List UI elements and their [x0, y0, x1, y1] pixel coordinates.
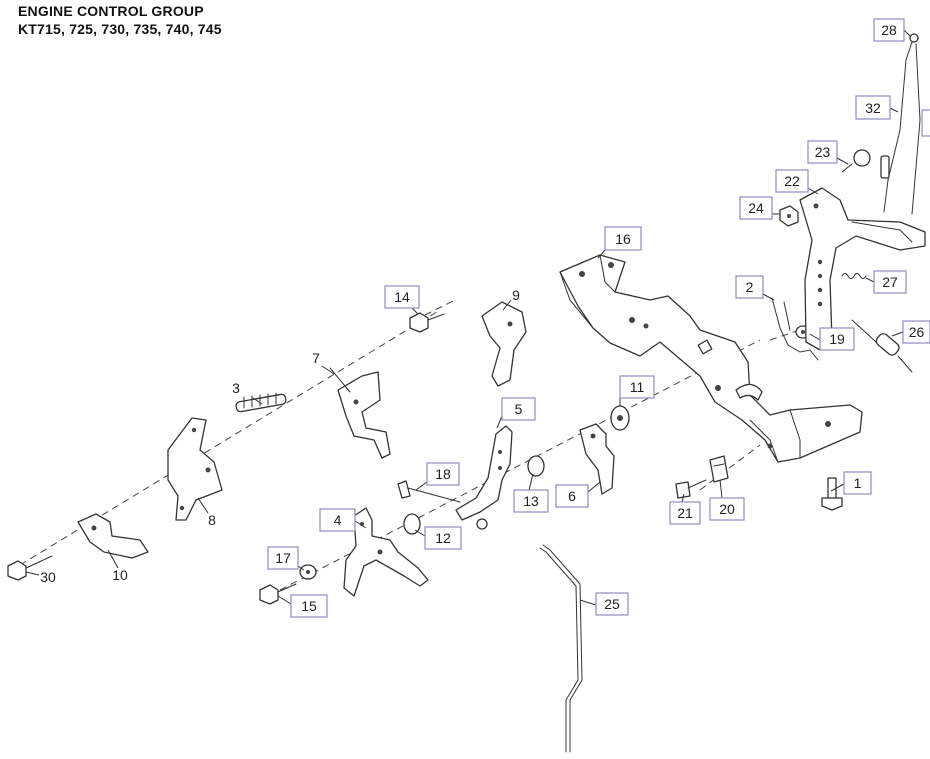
part-17-washer — [299, 564, 317, 580]
svg-text:22: 22 — [784, 173, 800, 189]
part-5-lever — [455, 425, 513, 521]
callout-17: 17 — [267, 546, 299, 570]
callout-18: 18 — [426, 462, 460, 486]
svg-text:12: 12 — [435, 530, 451, 546]
svg-text:17: 17 — [275, 550, 291, 566]
part-9-lever — [481, 301, 527, 387]
callout-12: 12 — [424, 526, 462, 550]
callout-26: 26 — [902, 320, 930, 344]
callout-25: 25 — [595, 592, 629, 616]
svg-text:14: 14 — [394, 289, 410, 305]
svg-text:2: 2 — [746, 279, 754, 295]
part-18-pin — [397, 480, 488, 530]
part-1-bolt — [821, 477, 843, 511]
svg-text:18: 18 — [435, 466, 451, 482]
part-23-knob — [841, 149, 871, 173]
svg-text:4: 4 — [334, 512, 342, 528]
svg-text:27: 27 — [882, 274, 898, 290]
callout-16: 16 — [604, 226, 642, 251]
callout-24: 24 — [739, 196, 773, 220]
svg-text:5: 5 — [515, 401, 523, 417]
callout-27: 27 — [873, 270, 907, 294]
callout-22: 22 — [775, 169, 809, 193]
callout-3: 3 — [232, 380, 240, 396]
callout-11: 11 — [619, 375, 655, 399]
callout-1: 1 — [843, 471, 872, 495]
part-24-nut — [779, 205, 799, 227]
part-26-spring — [851, 319, 913, 373]
svg-text:23: 23 — [815, 144, 831, 160]
svg-text:24: 24 — [748, 200, 764, 216]
part-32-cable — [880, 41, 921, 215]
svg-text:21: 21 — [677, 505, 693, 521]
svg-text:26: 26 — [909, 324, 925, 340]
callout-32: 32 — [855, 95, 891, 120]
svg-text:13: 13 — [523, 493, 539, 509]
part-28-fastener — [909, 33, 919, 43]
callout-labels: 1 2 4 5 6 11 1 — [40, 18, 930, 618]
callout-2: 2 — [735, 275, 764, 299]
callout-13: 13 — [513, 489, 549, 513]
svg-text:15: 15 — [301, 598, 317, 614]
callout-30: 30 — [40, 569, 56, 585]
model-list: KT715, 725, 730, 735, 740, 745 — [18, 21, 222, 37]
callout-23: 23 — [807, 140, 838, 164]
part-14-bolt — [409, 312, 445, 333]
callout-20: 20 — [709, 497, 745, 521]
part-15-bolt — [259, 583, 297, 605]
cropped-callout-box — [921, 109, 930, 137]
svg-text:1: 1 — [854, 475, 862, 491]
part-25-rod — [539, 544, 583, 753]
part-12-washer — [403, 513, 421, 535]
callout-14: 14 — [384, 285, 420, 309]
callout-28: 28 — [873, 18, 905, 42]
part-3-spring — [235, 392, 287, 413]
part-16-control-bracket — [559, 254, 863, 463]
callout-6: 6 — [555, 484, 589, 508]
svg-text:19: 19 — [829, 331, 845, 347]
callout-8: 8 — [208, 512, 216, 528]
part-30-bolt — [7, 555, 53, 581]
part-2-spring — [771, 297, 819, 361]
callout-4: 4 — [319, 508, 356, 532]
part-8-lever — [167, 417, 223, 521]
part-11-washer — [610, 405, 630, 431]
svg-text:28: 28 — [881, 22, 897, 38]
svg-text:20: 20 — [719, 501, 735, 517]
callout-15: 15 — [290, 594, 328, 618]
svg-text:32: 32 — [865, 100, 881, 116]
part-27-spring — [841, 273, 867, 279]
part-21-screw — [675, 479, 707, 499]
svg-text:16: 16 — [615, 231, 631, 247]
callout-7: 7 — [312, 350, 320, 366]
callout-10: 10 — [112, 567, 128, 583]
callout-5: 5 — [501, 397, 536, 421]
part-6-bracket — [579, 423, 615, 495]
callout-21: 21 — [669, 501, 701, 525]
svg-text:11: 11 — [630, 379, 645, 395]
part-20-clip — [709, 455, 729, 483]
part-7-bracket — [329, 367, 391, 459]
svg-text:6: 6 — [568, 488, 576, 504]
leader-lines — [25, 29, 911, 606]
svg-text:25: 25 — [604, 596, 620, 612]
callout-9: 9 — [512, 287, 520, 303]
part-10-plate — [77, 513, 149, 559]
callout-19: 19 — [819, 327, 855, 351]
part-13-washer — [527, 455, 545, 477]
part-22-throttle-lever — [799, 187, 926, 351]
diagram-title: ENGINE CONTROL GROUP — [18, 3, 204, 19]
